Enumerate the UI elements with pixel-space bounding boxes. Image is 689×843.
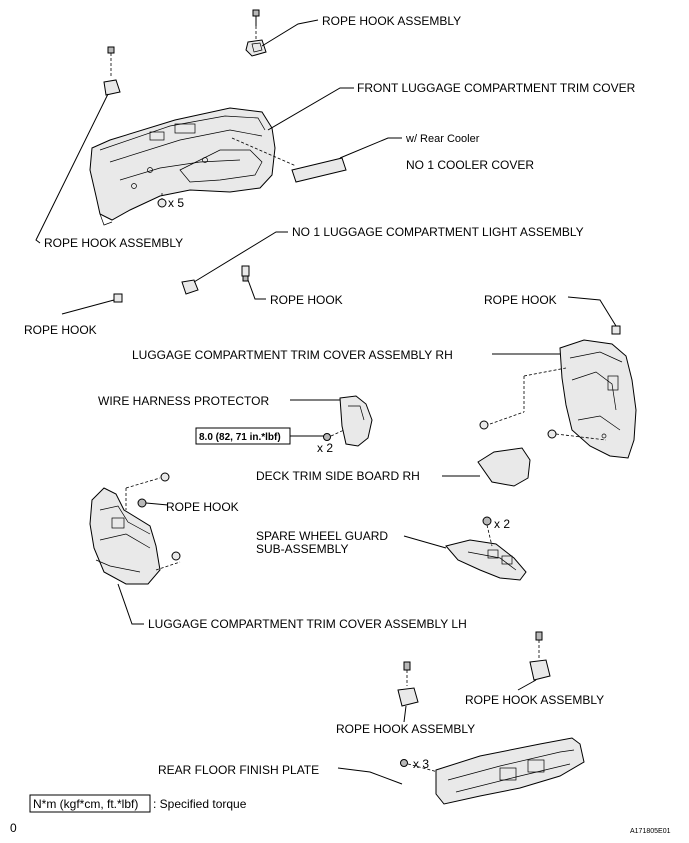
label-clip-count: x 5: [168, 196, 184, 210]
clip-rh-2-icon: [547, 429, 557, 439]
rope-hook-assembly-lower-right-part: [529, 631, 551, 681]
label-spare-wheel-guard-2: SUB-ASSEMBLY: [256, 542, 348, 556]
rope-hook-assembly-left-part: [103, 46, 121, 96]
label-rope-hook-left: ROPE HOOK: [24, 323, 97, 337]
clip-lh-2-icon: [171, 551, 181, 561]
rope-hook-lower-part: [137, 498, 147, 508]
wire-harness-protector-part: [339, 395, 373, 447]
label-trim-cover-lh: LUGGAGE COMPARTMENT TRIM COVER ASSEMBLY …: [148, 617, 467, 631]
no1-cooler-cover-part: [291, 157, 347, 183]
label-rope-hook-assembly-lower-right: ROPE HOOK ASSEMBLY: [465, 693, 604, 707]
spare-wheel-guard-part: [445, 539, 527, 581]
trim-cover-rh-part: [559, 339, 637, 459]
label-bolt-count-x2: x 2: [317, 441, 333, 455]
rope-hook-left-part: [113, 293, 123, 303]
label-screw-count-x3: x 3: [413, 757, 429, 771]
rear-floor-finish-plate-part: [435, 737, 585, 805]
legend-torque-box: [29, 794, 151, 813]
label-no1-cooler-cover: NO 1 COOLER COVER: [406, 158, 534, 172]
screw-plate-icon: [400, 759, 408, 767]
label-front-luggage-trim-cover: FRONT LUGGAGE COMPARTMENT TRIM COVER: [357, 81, 636, 95]
label-rear-cooler-note: w/ Rear Cooler: [405, 133, 480, 145]
front-luggage-trim-cover-part: [89, 107, 276, 226]
clip-icon: [157, 193, 167, 208]
bolt-protector-icon: [323, 429, 345, 441]
label-torque-value: 8.0 (82, 71 in.*lbf): [199, 432, 281, 443]
label-wire-harness-protector: WIRE HARNESS PROTECTOR: [98, 394, 269, 408]
rope-hook-center-part: [241, 265, 250, 282]
trim-cover-lh-part: [89, 487, 161, 585]
page-marker: 0: [10, 821, 17, 835]
label-rope-hook-lower: ROPE HOOK: [166, 500, 239, 514]
bolt-spare-icon: [482, 516, 492, 526]
label-rear-floor-finish-plate: REAR FLOOR FINISH PLATE: [158, 763, 319, 777]
legend-torque-symbol: N*m (kgf*cm, ft.*lbf): [33, 797, 138, 811]
clip-rh-1-icon: [479, 420, 489, 430]
rope-hook-assembly-top-part: [245, 9, 267, 57]
clip-lh-1-icon: [160, 472, 170, 482]
label-deck-trim-side-board: DECK TRIM SIDE BOARD RH: [256, 469, 420, 483]
label-rope-hook-assembly-left: ROPE HOOK ASSEMBLY: [44, 236, 183, 250]
rope-hook-assembly-lower-mid-part: [397, 661, 419, 707]
label-no1-luggage-light: NO 1 LUGGAGE COMPARTMENT LIGHT ASSEMBLY: [292, 225, 584, 239]
label-rope-hook-right: ROPE HOOK: [484, 293, 557, 307]
rope-hook-right-part: [611, 325, 621, 335]
label-rope-hook-assembly-top: ROPE HOOK ASSEMBLY: [322, 14, 461, 28]
label-spare-bolt-count-x2: x 2: [494, 517, 510, 531]
figure-id: A171805E01: [630, 828, 671, 835]
legend-torque-text: : Specified torque: [153, 797, 247, 811]
label-rope-hook-assembly-lower-mid: ROPE HOOK ASSEMBLY: [336, 722, 475, 736]
label-spare-wheel-guard-1: SPARE WHEEL GUARD: [256, 529, 388, 543]
label-rope-hook-center: ROPE HOOK: [270, 293, 343, 307]
no1-luggage-light-part: [181, 279, 199, 295]
deck-trim-side-board-part: [477, 447, 531, 487]
label-trim-cover-rh: LUGGAGE COMPARTMENT TRIM COVER ASSEMBLY …: [132, 348, 453, 362]
